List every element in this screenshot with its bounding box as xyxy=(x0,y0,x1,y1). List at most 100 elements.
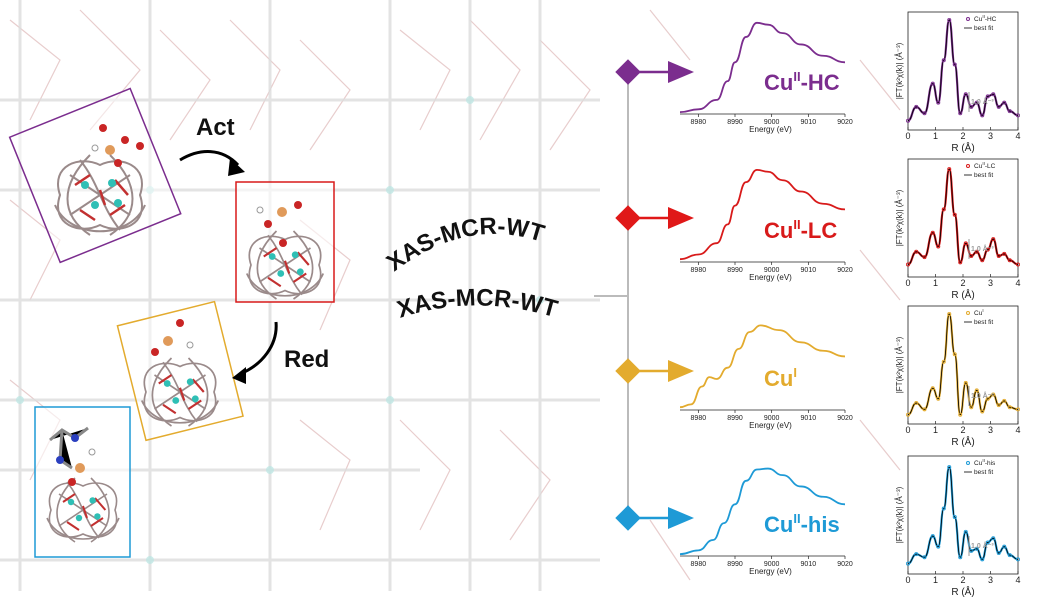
exafs-point xyxy=(1007,405,1012,410)
legend-best-fit: best fit xyxy=(974,319,993,326)
legend-marker xyxy=(966,17,970,21)
x-tick-label: 4 xyxy=(1015,278,1020,288)
x-tick-label: 1 xyxy=(933,131,938,141)
x-tick-label: 1 xyxy=(933,278,938,288)
exafs-point xyxy=(1002,544,1007,549)
x-tick-label: 9000 xyxy=(764,267,780,274)
exafs-point xyxy=(930,230,935,235)
species-label-I: CuI xyxy=(764,365,797,391)
exafs-point xyxy=(969,104,974,109)
scale-bar-label: 1.0 Å⁻³ xyxy=(971,244,994,253)
species-label-HC: CuII-HC xyxy=(764,69,840,95)
legend-marker xyxy=(966,461,970,465)
exafs-fit-LC xyxy=(907,168,1019,265)
legend-marker xyxy=(966,311,970,315)
exafs-point xyxy=(1007,553,1012,558)
structure-diagrams xyxy=(8,87,335,558)
scale-bar-label: 1.0 Å⁻³ xyxy=(971,391,994,400)
legend-best-fit: best fit xyxy=(974,469,993,476)
exafs-point xyxy=(905,561,910,566)
legend-label-I: CuI xyxy=(974,308,984,317)
x-axis-label: R (Å) xyxy=(951,435,974,448)
x-tick-label: 9020 xyxy=(837,415,853,422)
x-axis-label: R (Å) xyxy=(951,585,974,598)
exafs-point xyxy=(1015,262,1020,267)
exafs-point xyxy=(963,241,968,246)
exafs-point xyxy=(974,546,979,551)
structure-cu-i xyxy=(116,300,244,442)
exafs-point xyxy=(1015,113,1020,118)
x-tick-label: 9020 xyxy=(837,119,853,126)
y-axis-label: |FT(k²χ(k)| (Å⁻³) xyxy=(895,336,904,393)
exafs-point xyxy=(996,551,1001,556)
exafs-point xyxy=(952,212,957,217)
x-tick-label: 2 xyxy=(960,278,965,288)
exafs-point xyxy=(969,405,974,410)
exafs-point xyxy=(930,534,935,539)
exafs-point xyxy=(958,260,963,265)
exafs-point xyxy=(1015,407,1020,412)
exafs-point xyxy=(974,100,979,105)
exafs-point xyxy=(922,555,927,560)
x-axis-label: Energy (eV) xyxy=(749,567,792,576)
x-tick-label: 1 xyxy=(933,575,938,585)
x-tick-label: 0 xyxy=(905,425,910,435)
exafs-point xyxy=(996,104,1001,109)
exafs-point xyxy=(930,81,935,86)
exafs-point xyxy=(974,249,979,254)
x-tick-label: 2 xyxy=(960,575,965,585)
x-axis-label: Energy (eV) xyxy=(749,125,792,134)
xanes-line-HC xyxy=(679,21,846,114)
x-axis-label: R (Å) xyxy=(951,141,974,154)
legend-label-his: CuII-his xyxy=(974,458,996,467)
x-tick-label: 9000 xyxy=(764,561,780,568)
branch-cu-i xyxy=(615,358,694,384)
y-axis-label: |FT(k²χ(k)| (Å⁻³) xyxy=(895,486,904,543)
species-label-his: CuII-his xyxy=(764,511,840,537)
exafs-point xyxy=(952,352,957,357)
exafs-point xyxy=(963,92,968,97)
x-tick-label: 8990 xyxy=(727,267,743,274)
exafs-point xyxy=(930,386,935,391)
exafs-point xyxy=(1007,258,1012,263)
x-tick-label: 3 xyxy=(988,131,993,141)
x-tick-label: 8990 xyxy=(727,119,743,126)
x-tick-label: 8980 xyxy=(691,415,707,422)
exafs-point xyxy=(958,555,963,560)
exafs-point xyxy=(980,258,985,263)
xas-bottom-text: XAS-MCR-WT xyxy=(394,284,561,323)
x-axis-label: Energy (eV) xyxy=(749,273,792,282)
xanes-line-I xyxy=(679,324,846,409)
x-tick-label: 2 xyxy=(960,131,965,141)
x-tick-label: 9020 xyxy=(837,561,853,568)
exafs-point xyxy=(1007,109,1012,114)
x-tick-label: 9010 xyxy=(801,415,817,422)
x-tick-label: 0 xyxy=(905,278,910,288)
exafs-point xyxy=(985,94,990,99)
exafs-point xyxy=(996,403,1001,408)
exafs-point xyxy=(936,396,941,401)
exafs-point xyxy=(947,311,952,316)
exafs-point xyxy=(969,254,974,259)
branch-hc xyxy=(615,59,694,85)
exafs-point xyxy=(947,17,952,22)
x-tick-label: 4 xyxy=(1015,425,1020,435)
branch-lc xyxy=(615,205,694,231)
x-tick-label: 8980 xyxy=(691,561,707,568)
exafs-point xyxy=(974,388,979,393)
exafs-point xyxy=(905,262,910,267)
exafs-point xyxy=(914,104,919,109)
x-tick-label: 9000 xyxy=(764,119,780,126)
exafs-point xyxy=(985,247,990,252)
xanes-line-his xyxy=(679,467,846,556)
exafs-point xyxy=(958,412,963,417)
red-label: Red xyxy=(284,346,330,373)
exafs-point xyxy=(941,359,946,364)
structure-his xyxy=(34,406,131,558)
legend-label-LC: CuII-LC xyxy=(974,161,996,170)
exafs-point xyxy=(1002,251,1007,256)
